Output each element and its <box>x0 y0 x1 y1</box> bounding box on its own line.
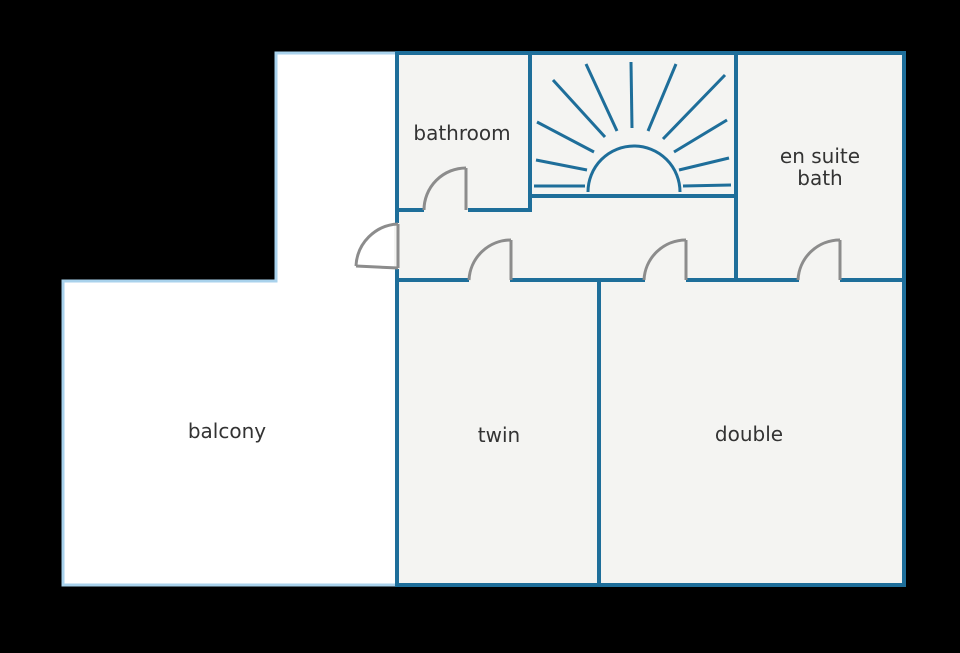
stairs-icon <box>534 61 732 193</box>
interior-floor <box>397 53 904 585</box>
room-label-balcony: balcony <box>188 419 266 443</box>
walls <box>395 51 906 587</box>
room-label-en-suite: en suite <box>780 144 860 168</box>
room-label-bathroom: bathroom <box>413 121 510 145</box>
room-label-twin: twin <box>478 423 520 447</box>
room-label-en-suite-bath: bath <box>797 166 842 190</box>
room-label-double: double <box>715 422 783 446</box>
bathroom-door-opening <box>424 207 468 213</box>
door-icon <box>354 166 842 281</box>
